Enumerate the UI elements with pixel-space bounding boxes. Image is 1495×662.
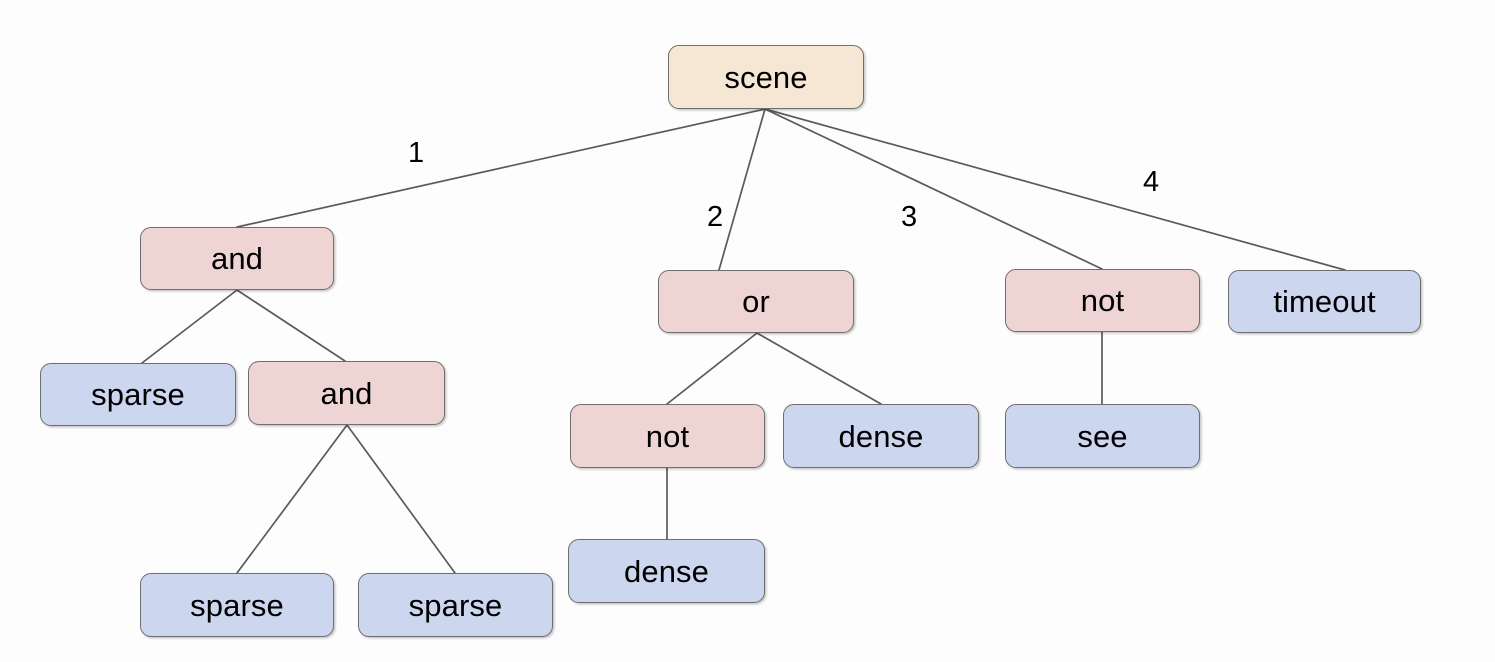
tree-edge-scene-to-and1 bbox=[236, 108, 766, 228]
tree-edge-or1-to-dense1 bbox=[756, 332, 882, 405]
edge-label-4: 4 bbox=[1143, 166, 1160, 198]
tree-node-and1[interactable]: and bbox=[140, 227, 334, 290]
tree-node-label: not bbox=[1080, 283, 1125, 318]
tree-edge-and2-to-sparse2 bbox=[236, 424, 348, 574]
tree-edge-and1-to-sparse1 bbox=[141, 289, 238, 364]
tree-node-label: scene bbox=[724, 59, 808, 95]
tree-node-sparse1[interactable]: sparse bbox=[40, 363, 236, 426]
tree-node-label: and bbox=[320, 375, 373, 411]
tree-node-label: timeout bbox=[1273, 284, 1376, 319]
edge-label-1: 1 bbox=[408, 137, 425, 169]
tree-node-see[interactable]: see bbox=[1005, 404, 1200, 468]
tree-edge-scene-to-not1 bbox=[764, 108, 1103, 270]
tree-node-label: dense bbox=[624, 553, 709, 589]
tree-node-label: or bbox=[742, 284, 770, 319]
tree-node-scene[interactable]: scene bbox=[668, 45, 864, 109]
tree-node-dense1[interactable]: dense bbox=[783, 404, 979, 468]
tree-node-not2[interactable]: not bbox=[570, 404, 765, 468]
tree-node-label: sparse bbox=[190, 587, 284, 623]
tree-node-label: sparse bbox=[408, 587, 503, 623]
tree-node-or1[interactable]: or bbox=[658, 270, 854, 333]
edge-label-2: 2 bbox=[707, 201, 724, 233]
tree-edge-or1-to-not2 bbox=[666, 332, 758, 405]
tree-node-timeout[interactable]: timeout bbox=[1228, 270, 1421, 333]
tree-node-label: and bbox=[210, 241, 264, 276]
tree-node-label: not bbox=[645, 418, 690, 454]
tree-edge-scene-to-or1 bbox=[718, 108, 766, 271]
edge-label-3: 3 bbox=[901, 201, 918, 233]
tree-node-label: dense bbox=[838, 418, 924, 454]
tree-node-not1[interactable]: not bbox=[1005, 269, 1200, 332]
tree-node-and2[interactable]: and bbox=[248, 361, 445, 425]
tree-edge-and2-to-sparse3 bbox=[346, 424, 456, 574]
tree-node-sparse3[interactable]: sparse bbox=[358, 573, 553, 637]
tree-node-dense2[interactable]: dense bbox=[568, 539, 765, 603]
tree-node-label: sparse bbox=[91, 377, 185, 412]
tree-edge-and1-to-and2 bbox=[236, 289, 346, 362]
tree-edge-scene-to-timeout bbox=[764, 108, 1346, 271]
tree-node-sparse2[interactable]: sparse bbox=[140, 573, 334, 637]
tree-node-label: see bbox=[1077, 418, 1128, 454]
